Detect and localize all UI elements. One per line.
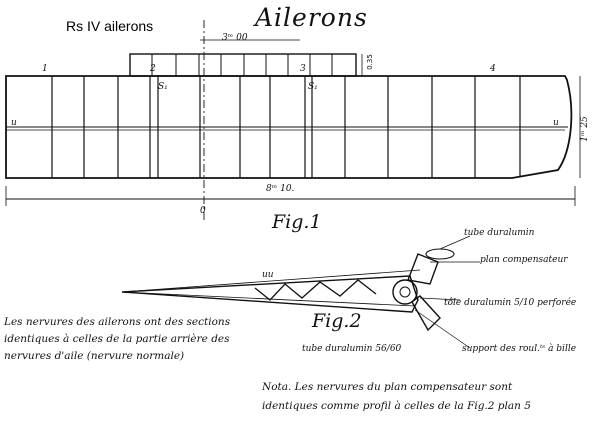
- drawing-title: Ailerons: [255, 3, 368, 32]
- rib-number-2: 2: [150, 64, 156, 74]
- rib-lines: [51, 76, 521, 178]
- note-bottom-line-1: Nota. Les nervures du plan compensateur …: [262, 381, 513, 393]
- image-caption: Rs IV ailerons: [66, 18, 154, 34]
- height-dimension: 1ᵐ 25: [579, 116, 590, 142]
- section-mark-1: S₁: [158, 82, 168, 92]
- fig1-label: Fig.1: [272, 211, 322, 233]
- annotation-tube-duralumin-top: tube duralumin: [464, 228, 535, 238]
- annotation-plan-compensateur: plan compensateur: [480, 255, 568, 265]
- side-mark-left: u: [11, 118, 17, 128]
- rib-number-4: 4: [490, 64, 496, 74]
- rib-number-3: 3: [300, 64, 306, 74]
- rib-number-1: 1: [42, 64, 48, 74]
- compensator-strip: [129, 53, 357, 77]
- annotation-uu: uu: [262, 270, 274, 280]
- section-mark-2: S₁: [308, 82, 318, 92]
- length-dimension: 8ᵐ 10.: [266, 184, 295, 194]
- aileron-outline: [5, 75, 573, 179]
- note-bottom-line-2: identiques comme profil à celles de la F…: [262, 400, 531, 412]
- annotation-tube-duralumin-bottom: tube duralumin 56/60: [302, 344, 402, 354]
- annotation-tole-duralumin: tôle duralumin 5/10 perforée: [444, 298, 577, 308]
- side-mark-right: u: [553, 118, 559, 128]
- axis-mark: 0: [200, 206, 206, 216]
- note-left-line-2: identiques à celles de la partie arrière…: [4, 333, 230, 345]
- top-thickness-dimension: 0.35: [365, 54, 374, 70]
- top-span-dimension: 3ᵐ 00: [222, 33, 248, 43]
- fig2-label: Fig.2: [312, 310, 362, 332]
- note-left-line-1: Les nervures des ailerons ont des sectio…: [4, 316, 231, 328]
- fig2-rib: [121, 248, 455, 332]
- annotation-support-roulements: support des roul.ᵗˢ à bille: [462, 344, 577, 354]
- note-left: Les nervures des ailerons ont des sectio…: [4, 314, 230, 365]
- note-left-line-3: nervures d'aile (nervure normale): [4, 350, 185, 362]
- note-bottom: Nota. Les nervures du plan compensateur …: [262, 378, 531, 416]
